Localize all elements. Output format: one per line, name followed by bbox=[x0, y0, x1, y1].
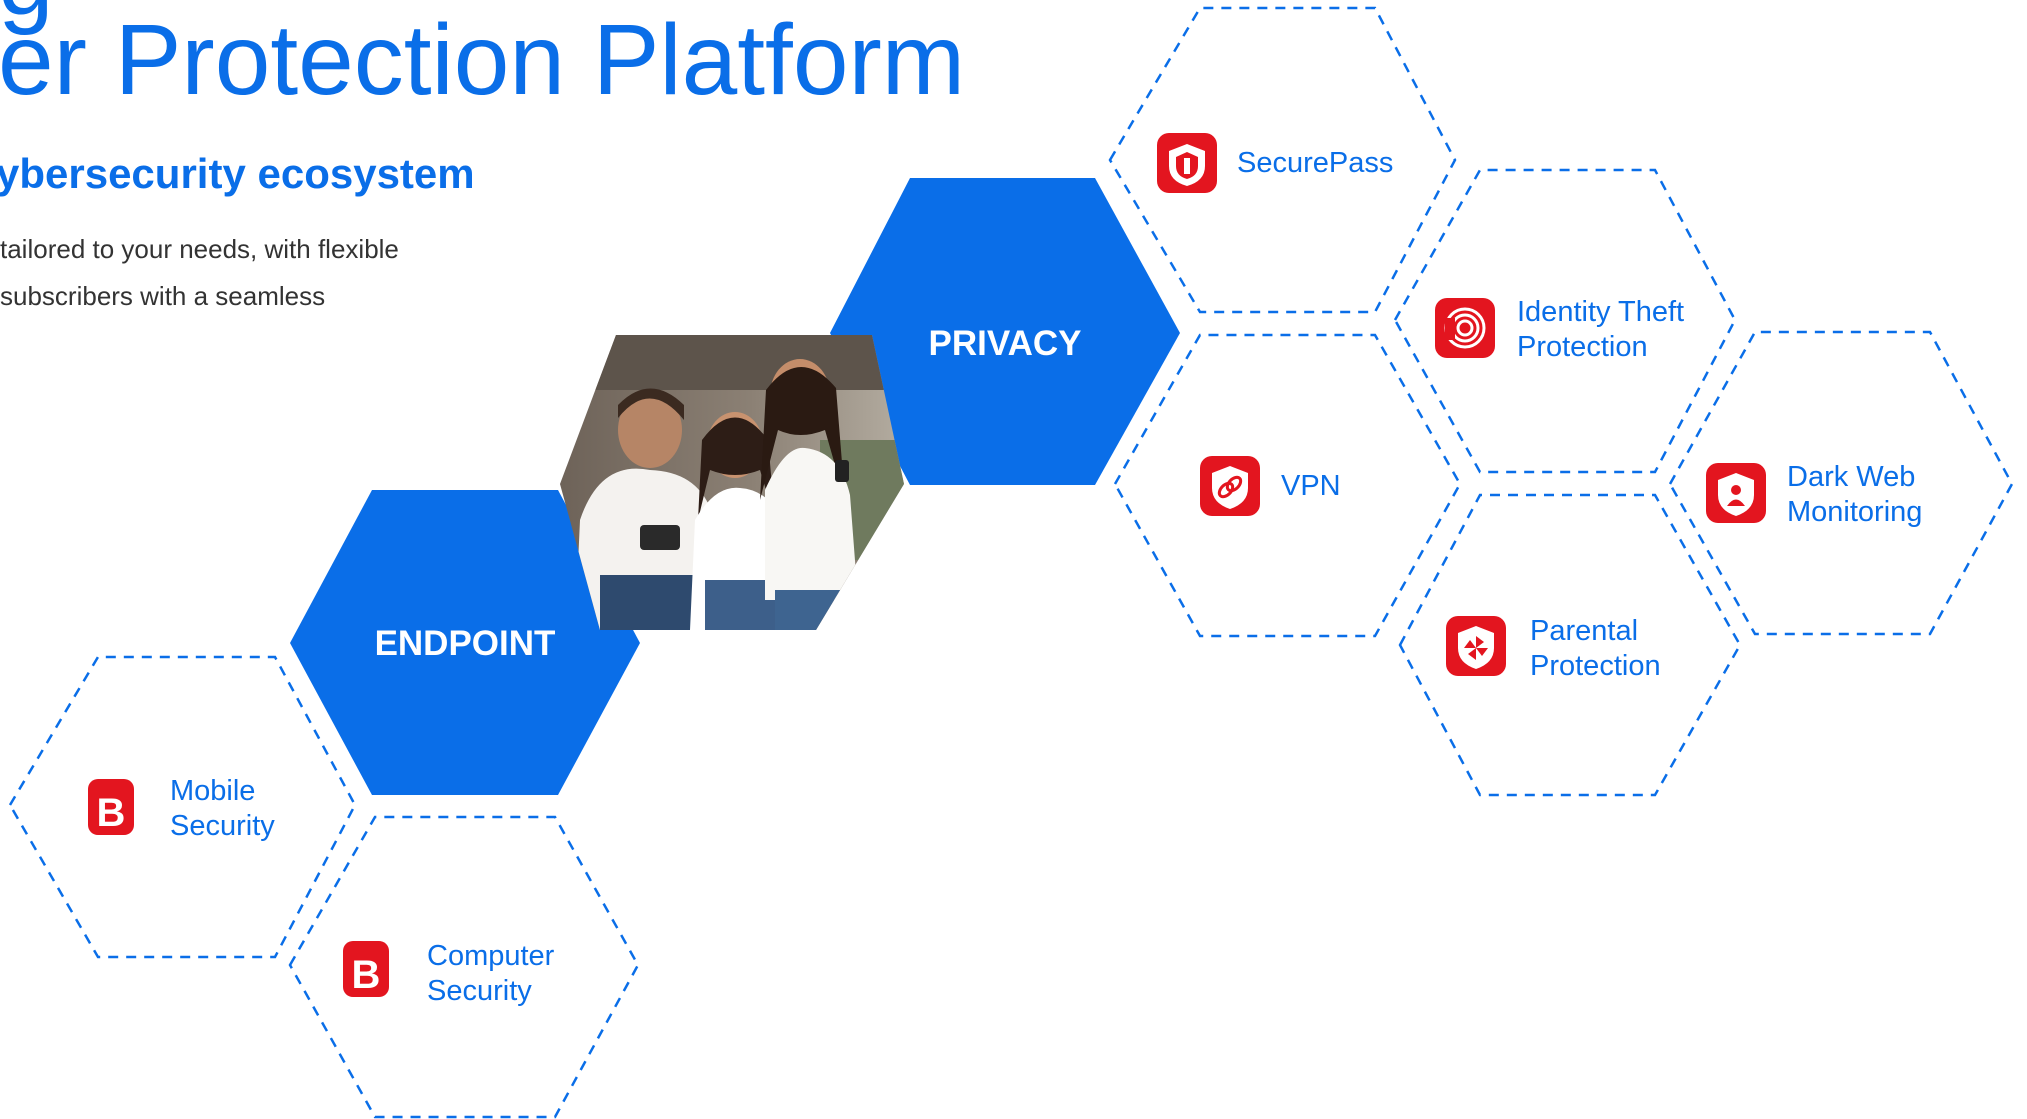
bitdefender-b-icon: B bbox=[88, 779, 134, 835]
svg-text:B: B bbox=[352, 953, 381, 997]
parental-protection-label-line-1: Parental bbox=[1530, 615, 1638, 647]
subtitle: ybersecurity ecosystem bbox=[0, 150, 475, 197]
shield-person-icon bbox=[1706, 463, 1766, 523]
hexagon-outline-identity-theft-protection bbox=[1393, 168, 1737, 474]
parental-protection-label: Parental Protection bbox=[1530, 615, 1661, 682]
identity-theft-protection-label-line-2: Protection bbox=[1517, 331, 1648, 363]
bitdefender-b-icon: B bbox=[343, 941, 389, 997]
securepass-label: SecurePass bbox=[1237, 147, 1393, 179]
privacy-hexagon bbox=[830, 178, 1180, 485]
dark-web-monitoring-label: Dark Web Monitoring bbox=[1787, 461, 1922, 528]
mobile-security-label-line-2: Security bbox=[170, 810, 275, 842]
securepass-label-line-1: SecurePass bbox=[1237, 147, 1393, 179]
family-photo bbox=[560, 335, 904, 630]
hexagon-outline-dark-web-monitoring bbox=[1668, 330, 2014, 636]
hexagon-outline-vpn bbox=[1113, 333, 1462, 638]
identity-theft-protection-label-line-1: Identity Theft bbox=[1517, 296, 1684, 328]
fingerprint-icon bbox=[1435, 298, 1495, 358]
shield-link-icon bbox=[1200, 456, 1260, 516]
body-text-line-1: tailored to your needs, with flexible bbox=[0, 234, 399, 264]
hexagon-outline-securepass bbox=[1108, 6, 1457, 314]
hexagon-outline-computer-security bbox=[288, 815, 640, 1119]
vpn-label: VPN bbox=[1281, 470, 1341, 502]
hexagon-outline-mobile-security bbox=[8, 655, 357, 959]
svg-text:B: B bbox=[97, 791, 126, 835]
title-line-1: g bbox=[0, 0, 54, 30]
hexagon-outline-parental-protection bbox=[1398, 493, 1742, 797]
computer-security-label: Computer Security bbox=[427, 940, 555, 1007]
dark-web-monitoring-label-line-2: Monitoring bbox=[1787, 496, 1922, 528]
vpn-label-line-1: VPN bbox=[1281, 470, 1341, 502]
mobile-security-label: Mobile Security bbox=[170, 775, 275, 842]
body-text-line-2: subscribers with a seamless bbox=[0, 281, 326, 311]
mobile-security-label-line-1: Mobile bbox=[170, 775, 255, 807]
identity-theft-protection-label: Identity Theft Protection bbox=[1517, 296, 1684, 363]
page-title: er Protection Platform bbox=[0, 4, 966, 116]
privacy-label: PRIVACY bbox=[929, 324, 1082, 363]
computer-security-label-line-2: Security bbox=[427, 975, 532, 1007]
shield-key-icon bbox=[1157, 133, 1217, 193]
endpoint-hexagon bbox=[290, 490, 640, 795]
parental-protection-label-line-2: Protection bbox=[1530, 650, 1661, 682]
shield-pinwheel-icon bbox=[1446, 616, 1506, 676]
dark-web-monitoring-label-line-1: Dark Web bbox=[1787, 461, 1915, 493]
computer-security-label-line-1: Computer bbox=[427, 940, 555, 972]
endpoint-label: ENDPOINT bbox=[375, 624, 556, 663]
